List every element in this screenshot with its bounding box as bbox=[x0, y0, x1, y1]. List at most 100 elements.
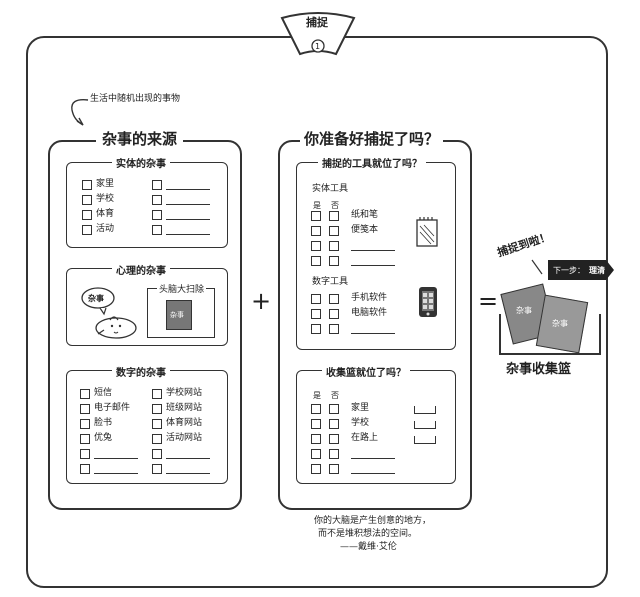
checkbox[interactable] bbox=[80, 434, 90, 444]
blank-line bbox=[166, 204, 210, 205]
blank-line bbox=[166, 219, 210, 220]
blank-line bbox=[166, 473, 210, 474]
no-checkbox[interactable] bbox=[329, 464, 339, 474]
quote-line-2: 而不是堆积想法的空间。 bbox=[318, 529, 418, 539]
yes-checkbox[interactable] bbox=[311, 434, 321, 444]
item-label: 学校 bbox=[96, 194, 115, 204]
equals-sign: = bbox=[478, 287, 499, 315]
next-step-flag bbox=[548, 260, 614, 280]
no-checkbox[interactable] bbox=[329, 226, 339, 236]
no-checkbox[interactable] bbox=[329, 241, 339, 251]
tool-label: 手机软件 bbox=[351, 293, 388, 303]
card-text: 杂事 bbox=[552, 319, 568, 328]
checkbox[interactable] bbox=[152, 404, 162, 414]
card-text: 杂事 bbox=[516, 306, 532, 315]
yes-checkbox[interactable] bbox=[311, 241, 321, 251]
yes-checkbox[interactable] bbox=[311, 464, 321, 474]
card-text: 杂事 bbox=[170, 311, 184, 319]
checkbox[interactable] bbox=[80, 419, 90, 429]
checkbox[interactable] bbox=[152, 225, 162, 235]
no-checkbox[interactable] bbox=[329, 324, 339, 334]
blank-line bbox=[351, 458, 395, 459]
flag-prefix: 下一步： bbox=[553, 266, 585, 275]
no-checkbox[interactable] bbox=[329, 404, 339, 414]
checkbox[interactable] bbox=[152, 434, 162, 444]
no-label: 否 bbox=[331, 391, 339, 400]
yes-checkbox[interactable] bbox=[311, 309, 321, 319]
basket-box bbox=[296, 370, 456, 484]
item-label: 家里 bbox=[96, 179, 115, 189]
no-checkbox[interactable] bbox=[329, 309, 339, 319]
phone-icon bbox=[419, 287, 437, 317]
blank-line bbox=[166, 458, 210, 459]
item-label: 优兔 bbox=[94, 433, 113, 443]
yes-checkbox[interactable] bbox=[311, 294, 321, 304]
right-panel-title: 你准备好捕捉了吗？ bbox=[300, 128, 444, 149]
yes-label: 是 bbox=[313, 201, 321, 210]
speech-tail-icon bbox=[531, 259, 543, 275]
yes-checkbox[interactable] bbox=[311, 449, 321, 459]
digital-chores-box bbox=[66, 370, 228, 484]
no-checkbox[interactable] bbox=[329, 294, 339, 304]
checkbox[interactable] bbox=[152, 195, 162, 205]
no-checkbox[interactable] bbox=[329, 419, 339, 429]
checkbox[interactable] bbox=[152, 464, 162, 474]
blank-line bbox=[351, 250, 395, 251]
checkbox[interactable] bbox=[82, 195, 92, 205]
basket-label: 学校 bbox=[351, 418, 370, 428]
checkbox[interactable] bbox=[152, 419, 162, 429]
checkbox[interactable] bbox=[80, 389, 90, 399]
checkbox[interactable] bbox=[152, 449, 162, 459]
yes-checkbox[interactable] bbox=[311, 256, 321, 266]
plus-sign: + bbox=[251, 287, 272, 315]
side-note: 生活中随机出现的事物 bbox=[90, 94, 181, 104]
item-label: 短信 bbox=[94, 388, 113, 398]
quote-line-1: 你的大脑是产生创意的地方， bbox=[314, 516, 432, 526]
thinking-person-icon bbox=[81, 287, 137, 339]
blank-line bbox=[94, 473, 138, 474]
blank-line bbox=[351, 265, 395, 266]
no-checkbox[interactable] bbox=[329, 211, 339, 221]
tool-label: 纸和笔 bbox=[351, 210, 379, 220]
tool-label: 电脑软件 bbox=[351, 308, 388, 318]
checkbox[interactable] bbox=[82, 210, 92, 220]
blank-line bbox=[166, 234, 210, 235]
blank-line bbox=[94, 458, 138, 459]
blank-line bbox=[351, 473, 395, 474]
item-label: 体育 bbox=[96, 209, 115, 219]
capture-badge bbox=[280, 12, 356, 56]
blank-line bbox=[166, 189, 210, 190]
flag-action: 理清 bbox=[589, 266, 605, 275]
checkbox[interactable] bbox=[152, 210, 162, 220]
item-label: 活动 bbox=[96, 224, 115, 234]
yes-label: 是 bbox=[313, 391, 321, 400]
checkbox[interactable] bbox=[152, 389, 162, 399]
badge-label: 捕捉 bbox=[306, 16, 328, 29]
speech-bubble-text: 杂事 bbox=[88, 294, 104, 303]
basket-title: 收集篮就位了吗？ bbox=[322, 364, 410, 379]
checkbox[interactable] bbox=[80, 464, 90, 474]
no-label: 否 bbox=[331, 201, 339, 210]
yes-checkbox[interactable] bbox=[311, 226, 321, 236]
physical-chores-box bbox=[66, 162, 228, 248]
capture-tools-title: 捕捉的工具就位了吗？ bbox=[318, 155, 426, 170]
no-checkbox[interactable] bbox=[329, 434, 339, 444]
no-checkbox[interactable] bbox=[329, 256, 339, 266]
digital-tools-title: 数字工具 bbox=[312, 277, 349, 287]
checkbox[interactable] bbox=[80, 449, 90, 459]
yes-checkbox[interactable] bbox=[311, 404, 321, 414]
yes-checkbox[interactable] bbox=[311, 211, 321, 221]
yes-checkbox[interactable] bbox=[311, 324, 321, 334]
basket-label: 在路上 bbox=[351, 433, 379, 443]
tool-label: 便笺本 bbox=[351, 225, 379, 235]
curly-arrow-icon bbox=[71, 99, 89, 126]
checkbox[interactable] bbox=[82, 225, 92, 235]
checkbox[interactable] bbox=[152, 180, 162, 190]
basket-label-result: 杂事收集篮 bbox=[506, 362, 572, 377]
left-panel-title: 杂事的来源 bbox=[96, 128, 184, 149]
checkbox[interactable] bbox=[80, 404, 90, 414]
yes-checkbox[interactable] bbox=[311, 419, 321, 429]
no-checkbox[interactable] bbox=[329, 449, 339, 459]
checkbox[interactable] bbox=[82, 180, 92, 190]
item-label: 体育网站 bbox=[166, 418, 203, 428]
